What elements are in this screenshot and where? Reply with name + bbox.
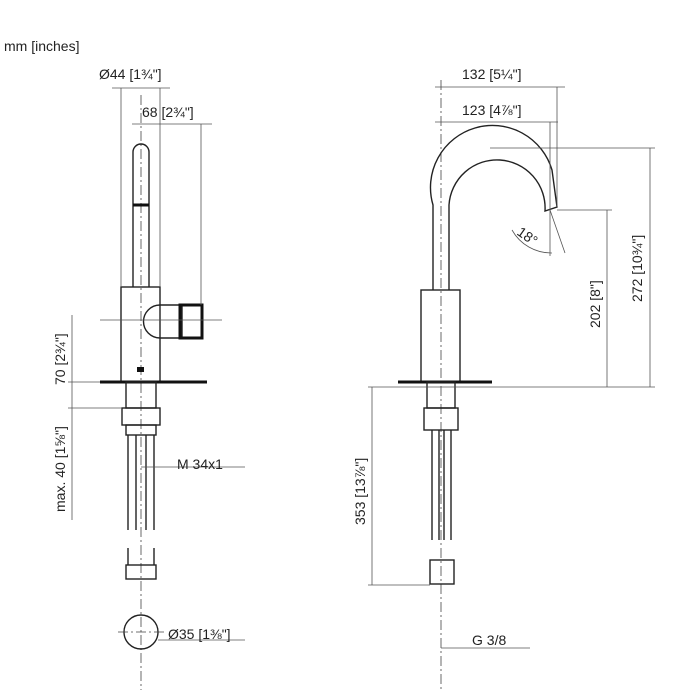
dim-connection: G 3/8 (472, 632, 507, 648)
front-view-dimensions (68, 87, 245, 641)
dim-handle-reach: 68 [2¾"] (142, 104, 194, 120)
side-view-faucet (398, 80, 558, 690)
dim-outer-reach: 132 [5¼"] (462, 66, 522, 82)
dim-diameter-body: Ø44 [1¾"] (99, 66, 162, 82)
dim-total-height: 272 [10¾"] (629, 234, 645, 302)
dim-spout-height: 202 [8"] (587, 280, 603, 328)
front-view-faucet (100, 95, 222, 690)
dim-thread: M 34x1 (177, 456, 223, 472)
dim-inner-reach: 123 [4⅞"] (462, 102, 522, 118)
dim-hole-diameter: Ø35 [1⅜"] (168, 626, 231, 642)
side-view-dimensions (368, 86, 655, 649)
units-label: mm [inches] (4, 38, 80, 54)
dim-handle-height: 70 [2¾"] (52, 333, 68, 385)
dim-hose-length: 353 [13⅞"] (352, 457, 368, 525)
dim-max-thickness: max. 40 [1⅝"] (52, 426, 68, 512)
